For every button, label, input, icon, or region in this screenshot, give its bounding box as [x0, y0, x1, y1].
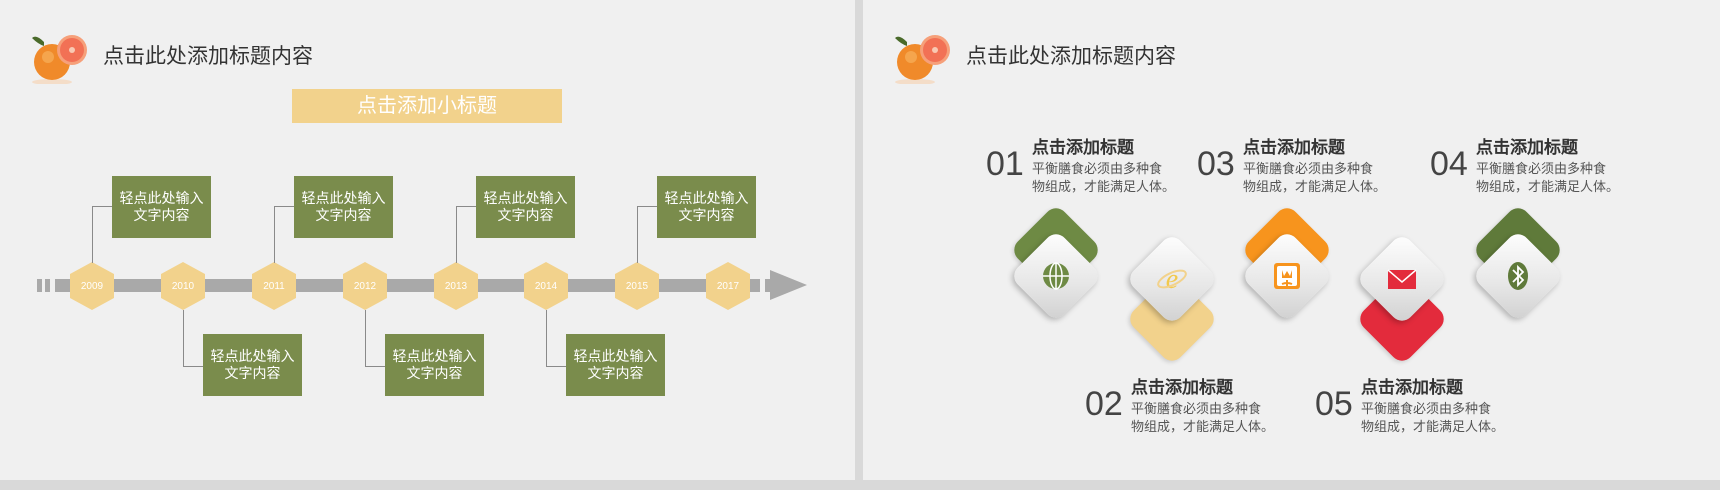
text-box[interactable]: 轻点此处输入文字内容: [476, 176, 575, 238]
text-box[interactable]: 轻点此处输入文字内容: [294, 176, 393, 238]
step-desc-line: 物组成，才能满足人体。: [1032, 179, 1176, 194]
step-title[interactable]: 点击添加标题: [1131, 378, 1233, 397]
timeline-dash: [37, 279, 42, 292]
text-box-line: 轻点此处输入: [483, 190, 568, 206]
year-hex-2011: 2011: [252, 262, 296, 310]
connector-line: [456, 206, 477, 263]
year-hex-2014: 2014: [524, 262, 568, 310]
text-box-line: 文字内容: [315, 207, 372, 223]
step-number: 03: [1197, 145, 1235, 183]
step-number: 04: [1430, 145, 1468, 183]
step-number: 01: [986, 145, 1024, 183]
step-desc-line: 平衡膳食必须由多种食: [1243, 161, 1374, 176]
year-hex-2010: 2010: [161, 262, 205, 310]
year-hex-2012: 2012: [343, 262, 387, 310]
globe-icon: [1043, 262, 1069, 290]
step-title[interactable]: 点击添加标题: [1361, 378, 1463, 397]
connector-line: [546, 310, 567, 367]
step-title[interactable]: 点击添加标题: [1476, 138, 1578, 157]
step-description: 平衡膳食必须由多种食物组成，才能满足人体。: [1032, 160, 1192, 196]
step-desc-line: 物组成，才能满足人体。: [1476, 179, 1620, 194]
text-box-line: 文字内容: [224, 365, 281, 381]
svg-text:e: e: [1166, 264, 1178, 295]
timeline-dash: [45, 279, 50, 292]
text-box-line: 轻点此处输入: [119, 190, 204, 206]
text-box[interactable]: 轻点此处输入文字内容: [657, 176, 756, 238]
step-desc-line: 平衡膳食必须由多种食: [1361, 401, 1492, 416]
step-desc-line: 物组成，才能满足人体。: [1243, 179, 1387, 194]
text-box-line: 轻点此处输入: [573, 348, 658, 364]
text-box-line: 文字内容: [497, 207, 554, 223]
page-title: 点击此处添加标题内容: [966, 45, 1176, 68]
step-description: 平衡膳食必须由多种食物组成，才能满足人体。: [1243, 160, 1403, 196]
text-box-line: 轻点此处输入: [301, 190, 386, 206]
step-desc-line: 平衡膳食必须由多种食: [1032, 161, 1163, 176]
step-description: 平衡膳食必须由多种食物组成，才能满足人体。: [1476, 160, 1636, 196]
page-title: 点击此处添加标题内容: [103, 45, 313, 68]
step-desc-line: 平衡膳食必须由多种食: [1131, 401, 1262, 416]
text-box-line: 轻点此处输入: [664, 190, 749, 206]
step-number: 02: [1085, 385, 1123, 423]
step-title[interactable]: 点击添加标题: [1032, 138, 1134, 157]
step-desc-line: 平衡膳食必须由多种食: [1476, 161, 1607, 176]
step-desc-line: 物组成，才能满足人体。: [1131, 419, 1275, 434]
grapefruit-logo: [32, 35, 87, 84]
text-box-line: 轻点此处输入: [392, 348, 477, 364]
bluetooth-icon: [1508, 262, 1528, 290]
text-box-line: 文字内容: [133, 207, 190, 223]
mail-icon: [1387, 269, 1417, 289]
timeline-arrow: [770, 270, 807, 300]
step-number: 05: [1315, 385, 1353, 423]
flower-icon: [1274, 263, 1300, 289]
year-hex-2015: 2015: [615, 262, 659, 310]
year-hex-2013: 2013: [434, 262, 478, 310]
year-hex-2017: 2017: [706, 262, 750, 310]
text-box[interactable]: 轻点此处输入文字内容: [112, 176, 211, 238]
step-desc-line: 物组成，才能满足人体。: [1361, 419, 1505, 434]
text-box[interactable]: 轻点此处输入文字内容: [203, 334, 302, 396]
step-description: 平衡膳食必须由多种食物组成，才能满足人体。: [1361, 400, 1521, 436]
text-box[interactable]: 轻点此处输入文字内容: [385, 334, 484, 396]
step-description: 平衡膳食必须由多种食物组成，才能满足人体。: [1131, 400, 1291, 436]
timeline-bar: [55, 279, 760, 292]
connector-line: [274, 206, 295, 263]
text-box-line: 文字内容: [406, 365, 463, 381]
text-box-line: 文字内容: [678, 207, 735, 223]
text-box-line: 轻点此处输入: [210, 348, 295, 364]
text-box-line: 文字内容: [587, 365, 644, 381]
connector-line: [92, 206, 113, 263]
step-title[interactable]: 点击添加标题: [1243, 138, 1345, 157]
internet-explorer-icon: e: [1157, 264, 1187, 295]
year-hex-2009: 2009: [70, 262, 114, 310]
slide-left: 点击此处添加标题内容 点击添加小标题 2009 2010 2011 2012 2…: [0, 0, 855, 480]
grapefruit-logo: [895, 35, 950, 84]
connector-line: [365, 310, 386, 367]
slide-right: 点击此处添加标题内容 01 点击添加标题 平衡膳食必须由多种食物组成，才能满足人…: [863, 0, 1720, 480]
connector-line: [637, 206, 658, 263]
text-box[interactable]: 轻点此处输入文字内容: [566, 334, 665, 396]
timeline-dash: [765, 279, 770, 292]
subtitle-bar[interactable]: 点击添加小标题: [292, 89, 562, 123]
connector-line: [183, 310, 204, 367]
